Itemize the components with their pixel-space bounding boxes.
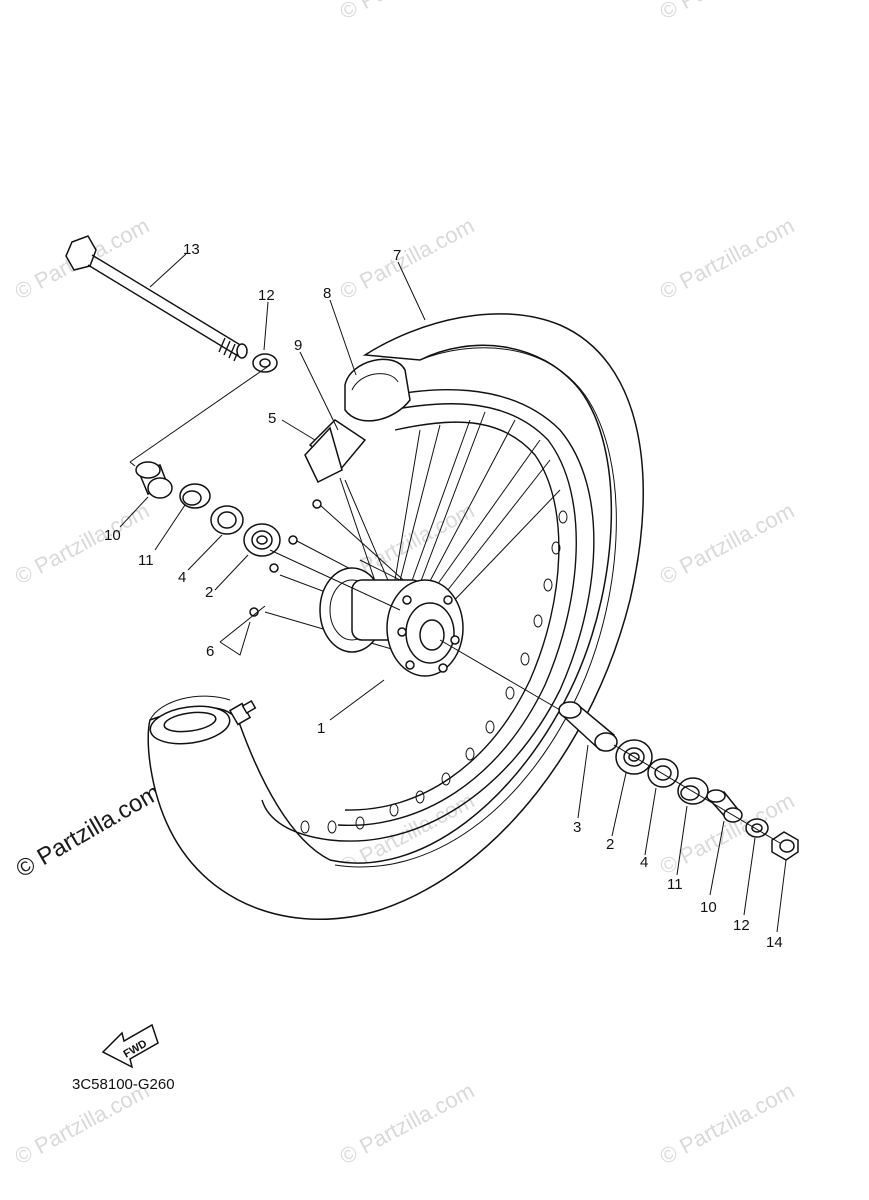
watermark: © Partzilla.com	[656, 498, 799, 590]
rim-band	[304, 358, 411, 484]
watermark: © Partzilla.com	[656, 0, 799, 24]
callout-11: 11	[667, 876, 683, 893]
callouts: 13 12 7 8 9 5 10 11 4 2 6 1 3 2 4 11 10 …	[104, 241, 783, 951]
callout-7: 7	[393, 247, 401, 264]
axle-nut-14	[771, 831, 799, 861]
callout-10: 10	[700, 899, 717, 916]
callout-9: 9	[294, 337, 302, 354]
left-collar-10	[135, 461, 173, 499]
left-seal-11	[179, 483, 211, 509]
hub	[319, 567, 464, 677]
watermark: © Partzilla.com	[11, 498, 154, 590]
callout-2: 2	[606, 836, 614, 853]
axle	[65, 235, 248, 362]
watermark: © Partzilla.com	[336, 213, 479, 305]
assembly-lines	[129, 364, 781, 844]
right-collar-10	[706, 789, 743, 823]
fwd-arrow-icon: FWD	[101, 1023, 159, 1069]
callout-8: 8	[323, 285, 331, 302]
callout-11: 11	[138, 552, 154, 569]
watermark-primary: © Partzilla.com	[12, 779, 166, 883]
rim-spoke-holes	[300, 510, 568, 834]
callout-2: 2	[205, 584, 213, 601]
watermark: © Partzilla.com	[656, 213, 799, 305]
callout-14: 14	[766, 934, 783, 951]
rim	[261, 388, 595, 842]
right-seal-11	[677, 777, 709, 805]
callout-3: 3	[573, 819, 581, 836]
watermark: © Partzilla.com	[656, 1078, 799, 1170]
watermark: © Partzilla.com	[336, 1078, 479, 1170]
leader-lines	[119, 253, 787, 933]
left-bearing-4	[210, 505, 244, 535]
watermark: © Partzilla.com	[336, 0, 479, 24]
callout-12: 12	[258, 287, 275, 304]
spokes	[264, 411, 561, 651]
left-bearing-2	[243, 523, 281, 557]
washer-12-left	[252, 353, 278, 373]
diagram-code: 3C58100-G260	[72, 1076, 175, 1093]
callout-6: 6	[206, 643, 214, 660]
callout-10: 10	[104, 527, 121, 544]
callout-5: 5	[268, 410, 276, 427]
spacer-3	[558, 701, 618, 752]
callout-13: 13	[183, 241, 200, 258]
callout-4: 4	[640, 854, 648, 871]
tire	[147, 313, 644, 921]
callout-4: 4	[178, 569, 186, 586]
loose-spokes	[249, 499, 322, 617]
right-bearing-4	[647, 758, 679, 788]
callout-1: 1	[317, 720, 325, 737]
callout-12: 12	[733, 917, 750, 934]
